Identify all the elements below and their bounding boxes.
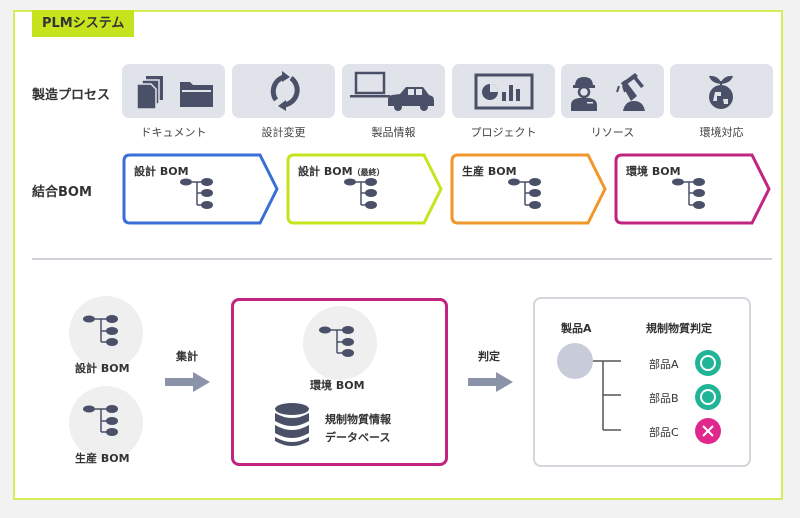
bom-label-design-final: 設計 BOM（最終）	[298, 165, 385, 178]
process-label-document: ドキュメント	[140, 126, 207, 139]
process-tile-project[interactable]	[452, 64, 555, 118]
process-tile-resource[interactable]	[561, 64, 664, 118]
environment-bom-box	[231, 298, 448, 466]
part-c-label: 部品C	[649, 426, 679, 439]
arrow-right-icon	[468, 372, 513, 392]
process-tile-design-change[interactable]	[232, 64, 335, 118]
database-label-line2: データベース	[325, 431, 391, 444]
judgement-result-box	[533, 297, 751, 467]
bom-chevron-design-final[interactable]: 設計 BOM（最終）	[286, 153, 446, 229]
document-folder-icon	[136, 76, 213, 110]
process-label-product-info: 製品情報	[371, 126, 416, 139]
input-production-bom-circle	[69, 386, 143, 460]
bom-row-label: 結合BOM	[32, 185, 92, 200]
environment-bom-circle	[303, 306, 377, 380]
bom-chevron-design[interactable]: 設計 BOM	[122, 153, 282, 229]
part-a-label: 部品A	[649, 358, 679, 371]
input-design-bom-circle	[69, 296, 143, 370]
process-row-label: 製造プロセス	[32, 88, 111, 103]
process-tile-document[interactable]	[122, 64, 225, 118]
product-tree-lines	[557, 343, 621, 431]
judge-label: 判定	[478, 350, 500, 363]
section-divider	[32, 258, 772, 260]
aggregate-label: 集計	[176, 350, 198, 363]
plm-system-title: PLMシステム	[32, 10, 135, 37]
tree-structure-icon	[319, 326, 354, 357]
tree-structure-icon	[180, 178, 213, 209]
process-label-resource: リソース	[590, 126, 635, 139]
laptop-car-icon	[350, 71, 434, 111]
tree-structure-icon	[83, 405, 118, 436]
process-label-project: プロジェクト	[470, 126, 537, 139]
dashboard-chart-icon	[474, 73, 534, 110]
arrow-right-icon	[165, 372, 210, 392]
bom-chevron-environment[interactable]: 環境 BOM	[614, 153, 774, 229]
tree-structure-icon	[508, 178, 541, 209]
process-label-environment: 環境対応	[699, 126, 744, 139]
bom-chevron-production[interactable]: 生産 BOM	[450, 153, 610, 229]
process-tile-product-info[interactable]	[342, 64, 445, 118]
product-label: 製品A	[561, 322, 592, 335]
globe-sprout-icon	[709, 75, 733, 109]
tree-structure-icon	[672, 178, 705, 209]
tree-structure-icon	[83, 315, 118, 346]
environment-bom-label: 環境 BOM	[310, 379, 365, 392]
process-tile-environment[interactable]	[670, 64, 773, 118]
bom-label-design: 設計 BOM	[134, 165, 189, 178]
part-b-label: 部品B	[649, 392, 679, 405]
product-node	[557, 343, 593, 379]
tree-structure-icon	[344, 178, 377, 209]
circle-ok-icon	[695, 384, 721, 410]
judgement-header: 規制物質判定	[646, 322, 712, 335]
input-production-bom-label: 生産 BOM	[75, 452, 130, 465]
bom-label-production: 生産 BOM	[462, 165, 517, 178]
cycle-arrows-icon	[270, 71, 300, 111]
bom-label-environment: 環境 BOM	[626, 165, 681, 178]
input-design-bom-label: 設計 BOM	[75, 362, 130, 375]
cross-ng-icon	[695, 418, 721, 444]
worker-robot-arm-icon	[571, 73, 645, 111]
circle-ok-icon	[695, 350, 721, 376]
process-label-design-change: 設計変更	[261, 126, 306, 139]
database-label-line1: 規制物質情報	[325, 413, 391, 426]
database-icon	[275, 403, 309, 446]
